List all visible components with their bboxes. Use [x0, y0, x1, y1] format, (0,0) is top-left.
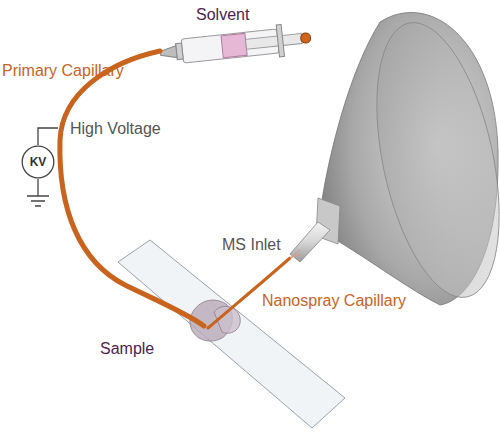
- mass-spectrometer: [290, 12, 500, 309]
- component-label: High Voltage: [70, 120, 161, 138]
- component-label: Nanospray Capillary: [262, 292, 406, 310]
- spray-plume: [290, 250, 301, 258]
- component-label: MS Inlet: [222, 236, 281, 254]
- component-label: Solvent: [196, 6, 249, 24]
- voltage-source-symbol: KV: [21, 145, 55, 179]
- node-text: KV: [21, 145, 55, 169]
- glass-slide: [118, 240, 345, 428]
- component-label: Sample: [100, 340, 154, 358]
- component-label: Primary Capillary: [2, 62, 124, 80]
- syringe: [159, 22, 313, 70]
- primary-capillary: [60, 51, 204, 326]
